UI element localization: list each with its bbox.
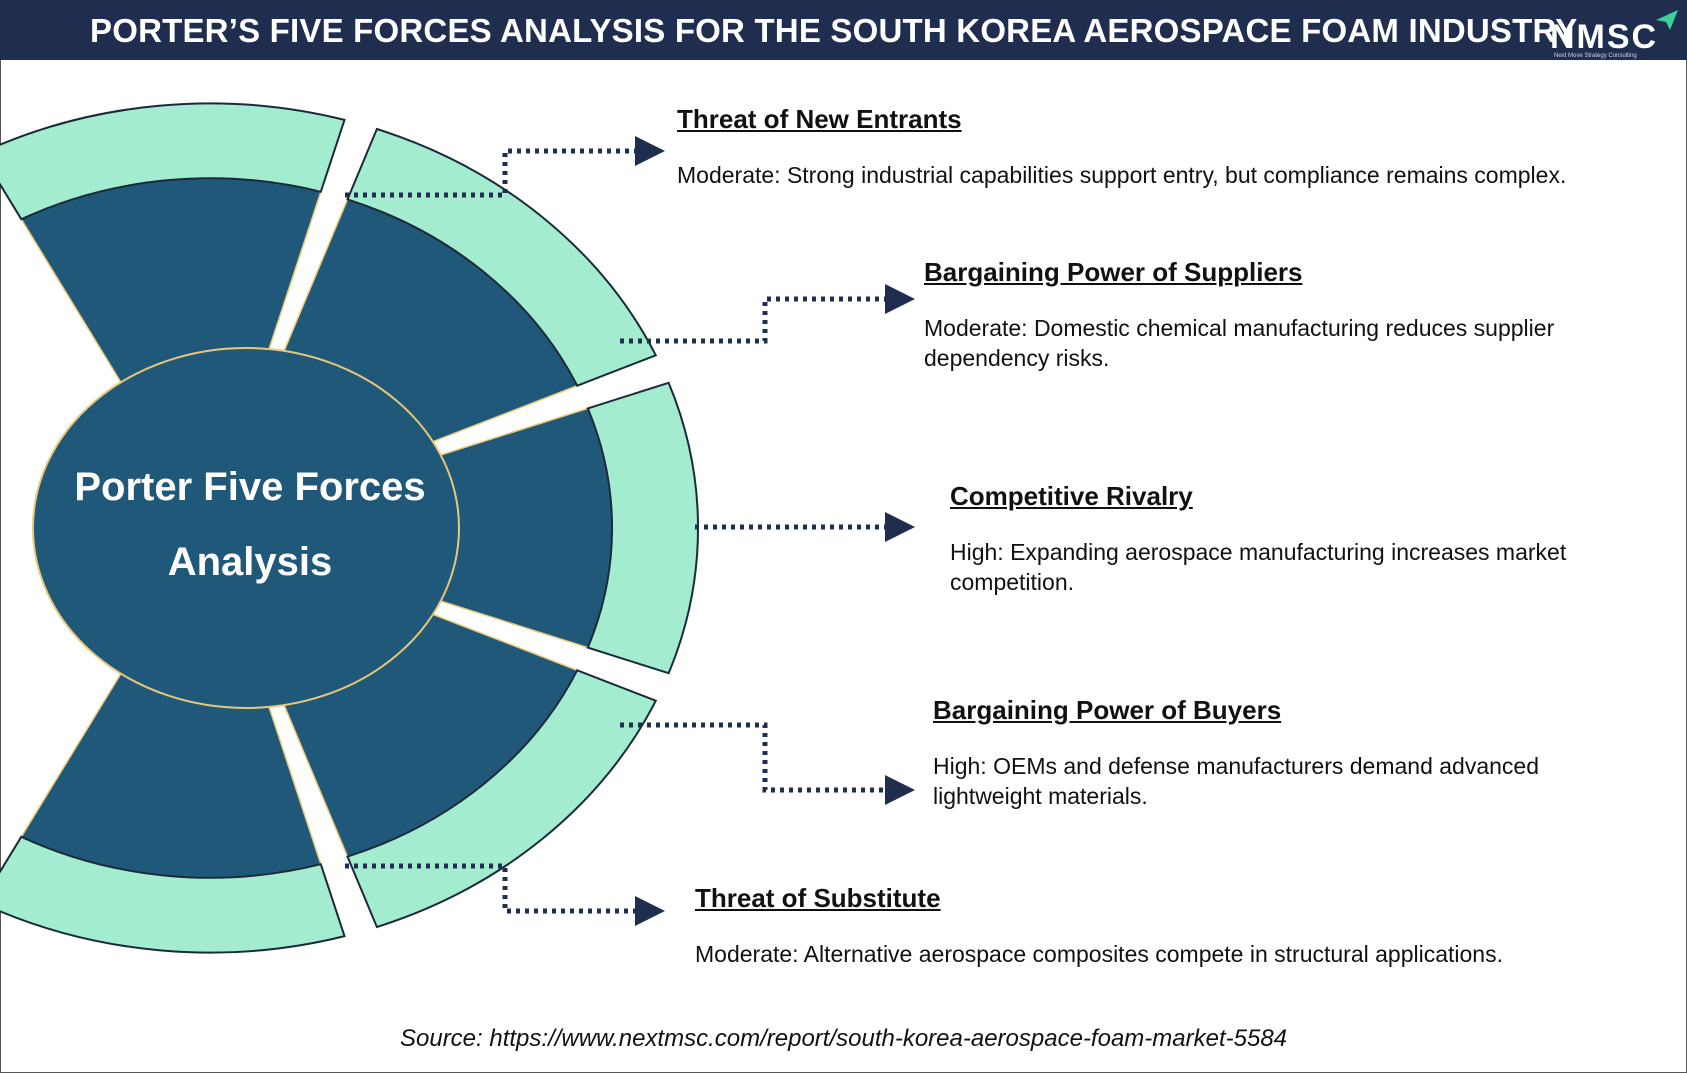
segment-substitute-outer [0,835,346,954]
connector-new-entrants [345,136,665,198]
header-bar: PORTER’S FIVE FORCES ANALYSIS FOR THE SO… [0,0,1687,60]
center-ellipse [32,347,460,709]
segment-new-entrants [0,102,346,387]
logo-text: NMSC [1550,18,1659,56]
segment-buyers-outer [346,669,658,929]
center-title-line1: Porter Five Forces [74,465,426,509]
page-title: PORTER’S FIVE FORCES ANALYSIS FOR THE SO… [90,12,1578,49]
force-title-rivalry: Competitive Rivalry [950,481,1193,511]
force-desc-suppliers: Moderate: Domestic chemical manufacturin… [924,315,1555,371]
nmsc-logo: NMSC Next Move Strategy Consulting [1550,8,1680,60]
force-desc-new-entrants: Moderate: Strong industrial capabilities… [677,162,1567,188]
center-title: Porter Five Forces Analysis [40,450,460,600]
force-desc-buyers: High: OEMs and defense manufacturers dem… [933,753,1540,809]
force-title-buyers: Bargaining Power of Buyers [933,695,1282,725]
center-title-line2: Analysis [167,540,333,584]
logo-arrow-icon [1656,10,1678,30]
force-title-suppliers: Bargaining Power of Suppliers [924,257,1303,287]
logo-tagline: Next Move Strategy Consulting [1554,53,1637,59]
segment-new-entrants-outer [0,102,346,221]
force-desc-rivalry: High: Expanding aerospace manufacturing … [950,539,1567,595]
force-desc-substitute: Moderate: Alternative aerospace composit… [695,941,1503,967]
connector-suppliers [620,284,915,344]
connector-buyers [620,722,915,805]
source-citation: Source: https://www.nextmsc.com/report/s… [399,1025,1288,1052]
five-forces-diagram [0,102,915,954]
segment-rivalry-outer [586,381,699,675]
segment-suppliers-outer [346,127,658,387]
connector-substitute [345,863,665,926]
force-title-substitute: Threat of Substitute [695,883,941,913]
force-title-new-entrants: Threat of New Entrants [677,104,962,134]
connectors [345,136,915,926]
